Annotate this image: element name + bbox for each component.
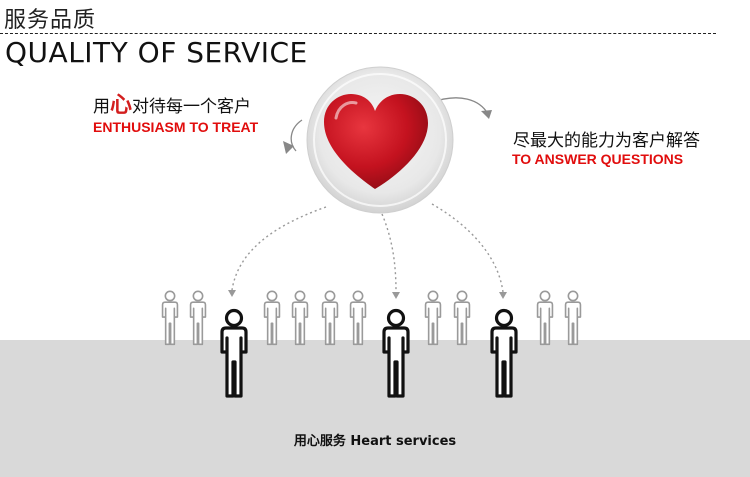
page-title-en: QUALITY OF SERVICE bbox=[5, 36, 308, 69]
person-icon bbox=[453, 290, 471, 346]
page-title-cn: 服务品质 bbox=[4, 8, 97, 33]
person-icon bbox=[490, 308, 518, 398]
person-icon bbox=[291, 290, 309, 346]
header-divider bbox=[0, 33, 716, 34]
floor-band bbox=[0, 340, 750, 477]
person-icon bbox=[424, 290, 442, 346]
person-icon bbox=[564, 290, 582, 346]
heart-icon bbox=[324, 94, 428, 189]
person-icon bbox=[161, 290, 179, 346]
left-caption-cn: 用心对待每一个客户 bbox=[93, 87, 251, 119]
left-caption-highlight: 心 bbox=[110, 93, 133, 118]
person-icon bbox=[321, 290, 339, 346]
left-caption-prefix: 用 bbox=[93, 97, 110, 117]
person-icon bbox=[349, 290, 367, 346]
right-caption-cn: 尽最大的能力为客户解答 bbox=[513, 131, 700, 151]
connector-lines bbox=[231, 203, 504, 293]
person-icon bbox=[189, 290, 207, 346]
person-icon bbox=[263, 290, 281, 346]
footer-caption: 用心服务 Heart services bbox=[293, 434, 457, 449]
person-icon bbox=[382, 308, 410, 398]
right-caption-en: TO ANSWER QUESTIONS bbox=[512, 151, 684, 167]
left-caption-en: ENTHUSIASM TO TREAT bbox=[93, 119, 259, 135]
person-icon bbox=[536, 290, 554, 346]
person-icon bbox=[220, 308, 248, 398]
left-caption-suffix: 对待每一个客户 bbox=[132, 97, 252, 117]
